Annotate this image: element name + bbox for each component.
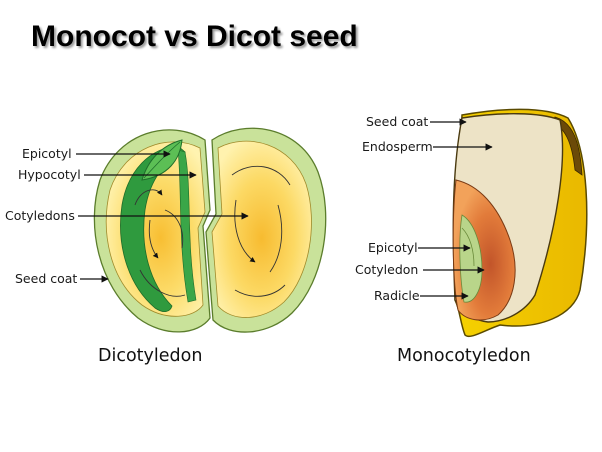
monocot-seed (452, 108, 588, 337)
dicot-right-cotyledon (211, 140, 312, 318)
caption-monocotyledon: Monocotyledon (397, 346, 531, 366)
label-monocot-cotyledon: Cotyledon (355, 262, 418, 277)
dicot-seed (93, 127, 327, 333)
label-monocot-endosperm: Endosperm (362, 139, 433, 154)
label-dicot-cotyledons: Cotyledons (5, 208, 75, 223)
label-monocot-seed-coat: Seed coat (366, 114, 428, 129)
label-dicot-hypocotyl: Hypocotyl (18, 167, 81, 182)
label-dicot-epicotyl: Epicotyl (22, 146, 72, 161)
monocot-embryo-axis (459, 214, 483, 303)
caption-dicotyledon: Dicotyledon (98, 346, 202, 366)
label-monocot-radicle: Radicle (374, 288, 420, 303)
dicot-hypocotyl-strip (177, 149, 197, 303)
label-dicot-seed-coat: Seed coat (15, 271, 77, 286)
label-monocot-epicotyl: Epicotyl (368, 240, 418, 255)
page-title: Monocot vs Dicot seed (31, 20, 358, 53)
dicot-embryo (120, 145, 186, 312)
